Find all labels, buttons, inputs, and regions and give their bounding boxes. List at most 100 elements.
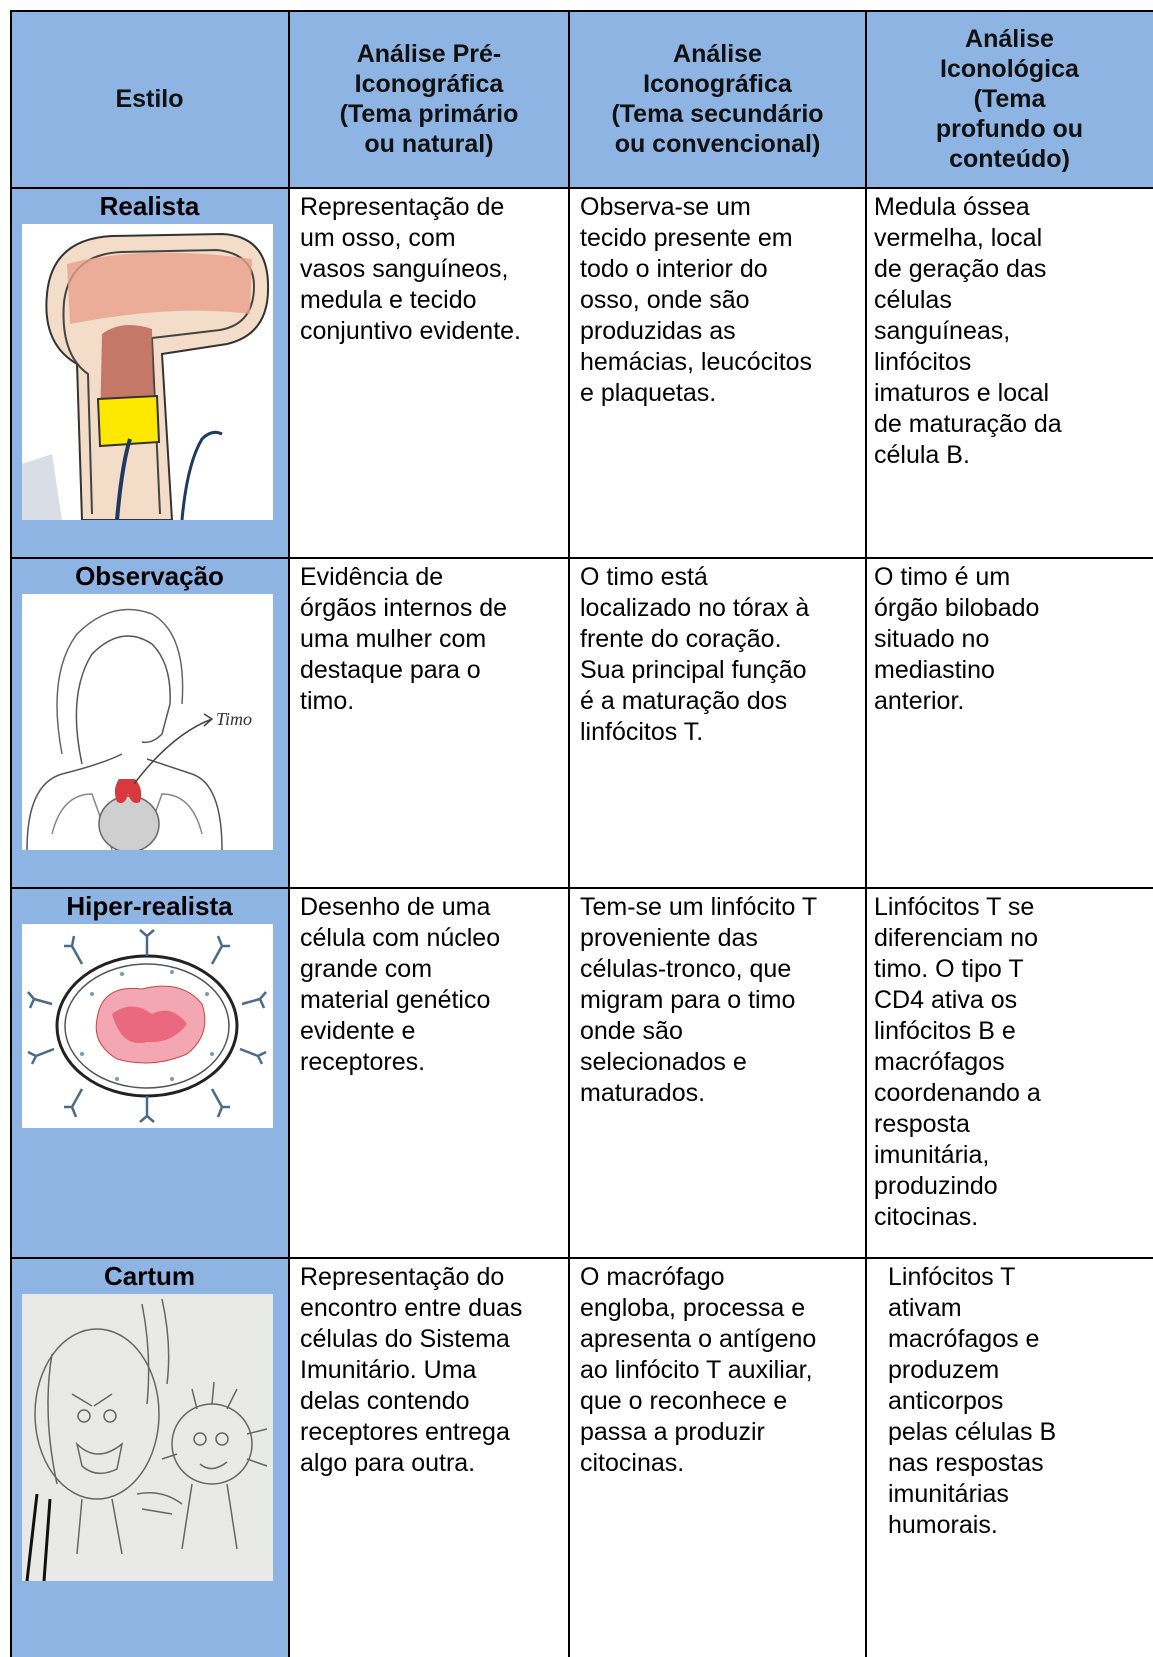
text-line: imunitárias — [888, 1480, 1009, 1508]
style-title: Observação — [75, 561, 224, 591]
style-cell-observacao: Observação Timo — [10, 558, 289, 888]
text-line: coordenando a — [874, 1079, 1041, 1107]
text-line: diferenciam no — [874, 924, 1038, 952]
header-iconographic: Análise Iconográfica (Tema secundário ou… — [569, 10, 866, 188]
text-line: anterior. — [874, 687, 965, 715]
header-line: conteúdo) — [949, 145, 1070, 173]
table-divider — [288, 10, 290, 1657]
text-line: receptores. — [300, 1048, 426, 1076]
text-line: timo. O tipo T — [874, 955, 1024, 983]
text-line: frente do coração. — [580, 625, 782, 653]
text-line: células — [874, 286, 952, 314]
text-line: humorais. — [888, 1511, 998, 1539]
text-line: selecionados e — [580, 1048, 747, 1076]
text-line: Medula óssea — [874, 193, 1030, 221]
text-line: osso, onde são — [580, 286, 750, 314]
text-line: O macrófago — [580, 1263, 725, 1291]
text-line: vermelha, local — [874, 224, 1043, 252]
text-line: linfócitos B e — [874, 1017, 1016, 1045]
header-line: Iconológica — [940, 55, 1079, 83]
text-line: uma mulher com — [300, 625, 487, 653]
text-line: ao linfócito T auxiliar, — [580, 1356, 813, 1384]
text-line: apresenta o antígeno — [580, 1325, 817, 1353]
header-style: Estilo — [10, 10, 289, 188]
header-line: ou natural) — [364, 130, 494, 158]
row3-iconol-text: Linfócitos T se diferenciam no timo. O t… — [874, 892, 1150, 1233]
text-line: localizado no tórax à — [580, 594, 810, 622]
text-line: nas respostas — [888, 1449, 1044, 1477]
text-line: algo para outra. — [300, 1449, 476, 1477]
text-line: tecido presente em — [580, 224, 793, 252]
text-line: mediastino — [874, 656, 995, 684]
table-border-top — [10, 10, 1153, 12]
table-divider — [865, 10, 867, 1657]
text-line: células do Sistema — [300, 1325, 510, 1353]
text-line: evidente e — [300, 1017, 416, 1045]
text-line: é a maturação dos — [580, 687, 788, 715]
text-line: produzindo — [874, 1172, 998, 1200]
text-line: O timo está — [580, 563, 708, 591]
text-line: hemácias, leucócitos — [580, 348, 813, 376]
style-title: Realista — [99, 191, 200, 221]
text-line: produzidas as — [580, 317, 736, 345]
text-line: anticorpos — [888, 1387, 1004, 1415]
text-line: receptores entrega — [300, 1418, 510, 1446]
text-line: Evidência de — [300, 563, 444, 591]
row1-icono-text: Observa-se um tecido presente em todo o … — [580, 192, 860, 409]
text-line: órgãos internos de — [300, 594, 508, 622]
text-line: ativam — [888, 1294, 962, 1322]
header-iconological: Análise Iconológica (Tema profundo ou co… — [866, 10, 1153, 188]
text-line: e plaquetas. — [580, 379, 717, 407]
text-line: delas contendo — [300, 1387, 470, 1415]
text-line: O timo é um — [874, 563, 1011, 591]
header-line: Iconográfica — [643, 70, 792, 98]
header-line: Análise — [673, 40, 762, 68]
row4-icono-text: O macrófago engloba, processa e apresent… — [580, 1262, 860, 1479]
text-line: grande com — [300, 955, 433, 983]
text-line: linfócitos T. — [580, 718, 704, 746]
row2-icono-text: O timo está localizado no tórax à frente… — [580, 562, 860, 748]
text-line: Representação do — [300, 1263, 505, 1291]
row3-pre-text: Desenho de uma célula com núcleo grande … — [300, 892, 562, 1078]
text-line: citocinas. — [874, 1203, 979, 1231]
text-line: Linfócitos T se — [874, 893, 1035, 921]
cartoon-cells-image — [22, 1294, 273, 1581]
text-line: macrófagos — [874, 1048, 1005, 1076]
table-border-left — [10, 10, 12, 1657]
style-title: Hiper-realista — [66, 891, 233, 921]
text-line: situado no — [874, 625, 990, 653]
header-style-label: Estilo — [115, 85, 184, 113]
text-line: pelas células B — [888, 1418, 1057, 1446]
header-line: ou convencional) — [614, 130, 821, 158]
text-line: célula com núcleo — [300, 924, 501, 952]
text-line: onde são — [580, 1017, 683, 1045]
text-line: Imunitário. Uma — [300, 1356, 477, 1384]
style-title: Cartum — [103, 1261, 195, 1291]
row4-pre-text: Representação do encontro entre duas cél… — [300, 1262, 562, 1479]
style-cell-hiper-realista: Hiper-realista — [10, 888, 289, 1258]
text-line: sanguíneas, — [874, 317, 1011, 345]
row1-pre-text: Representação de um osso, com vasos sang… — [300, 192, 562, 347]
style-cell-realista: Realista — [10, 188, 289, 558]
text-line: passa a produzir — [580, 1418, 765, 1446]
style-cell-cartum: Cartum — [10, 1258, 289, 1657]
row4-iconol-text: Linfócitos T ativam macrófagos e produze… — [888, 1262, 1150, 1541]
text-line: migram para o timo — [580, 986, 796, 1014]
text-line: destaque para o — [300, 656, 481, 684]
text-line: Sua principal função — [580, 656, 807, 684]
lymphocyte-cell-image — [22, 924, 273, 1128]
text-line: todo o interior do — [580, 255, 768, 283]
row2-iconol-text: O timo é um órgão bilobado situado no me… — [874, 562, 1150, 717]
text-line: célula B. — [874, 441, 970, 469]
header-line: (Tema — [973, 85, 1046, 113]
text-line: proveniente das — [580, 924, 758, 952]
table-divider — [568, 10, 570, 1657]
woman-thymus-image: Timo — [22, 594, 273, 850]
table-divider — [10, 557, 1153, 559]
text-line: Desenho de uma — [300, 893, 491, 921]
table-divider — [10, 187, 1153, 189]
row1-iconol-text: Medula óssea vermelha, local de geração … — [874, 192, 1150, 471]
text-line: CD4 ativa os — [874, 986, 1018, 1014]
text-line: vasos sanguíneos, — [300, 255, 509, 283]
text-line: Representação de — [300, 193, 505, 221]
